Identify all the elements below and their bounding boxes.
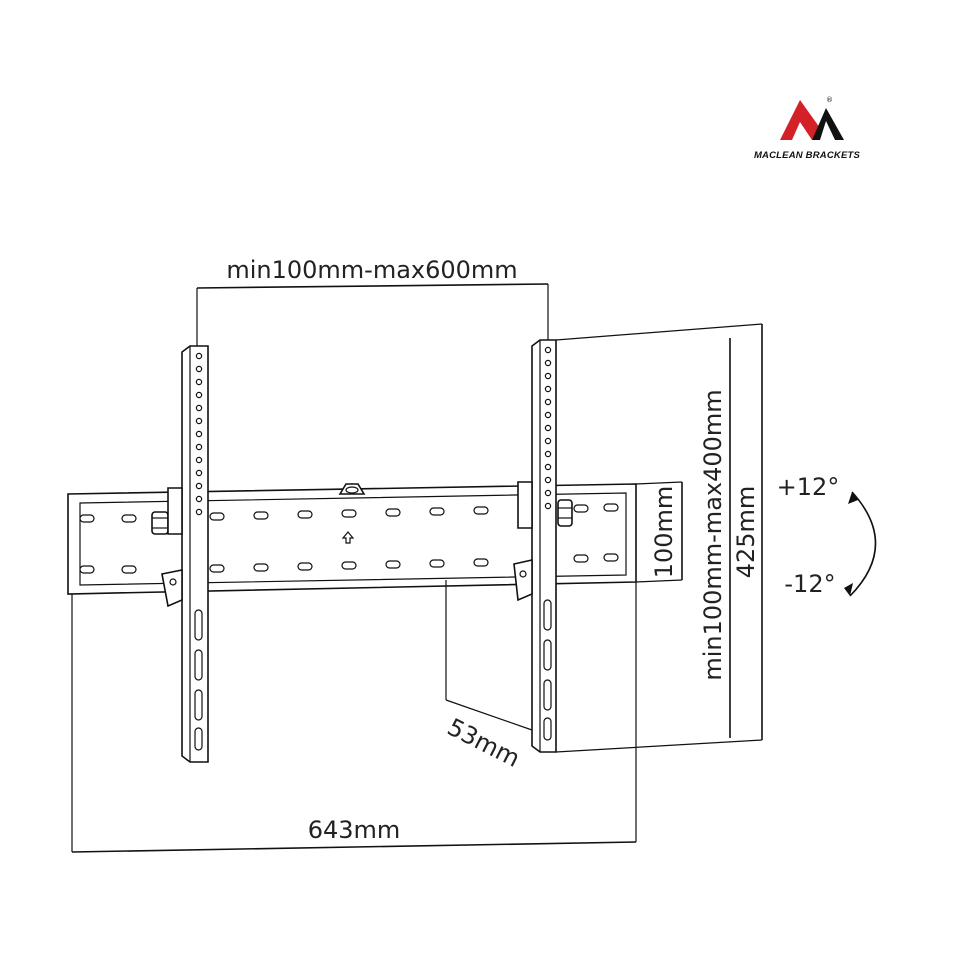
left-tilt-knob: [151, 487, 183, 608]
rail-height-label: 100mm: [650, 486, 678, 579]
logo-brand-name: MACLEAN BRACKETS: [754, 150, 861, 161]
tilt-down-label: -12°: [784, 570, 835, 598]
right-arm-holes: [543, 346, 552, 741]
logo-m-red-stroke: [780, 100, 820, 140]
width-label: 643mm: [308, 816, 401, 844]
logo-registered-mark: ®: [826, 96, 833, 104]
tilt-arrow-icon: [844, 491, 877, 597]
left-vertical-arm: [151, 345, 209, 763]
dimension-lines: [71, 283, 763, 853]
rail-slots-bottom: [79, 553, 619, 574]
vesa-horizontal-label: min100mm-max600mm: [226, 256, 517, 284]
rail-slots-top: [79, 503, 619, 523]
left-arm-holes: [194, 352, 203, 751]
maclean-logo: ® MACLEAN BRACKETS: [754, 96, 861, 161]
rail-inner-face: [79, 492, 627, 586]
level-lock-icon: [338, 483, 366, 495]
wall-plate-rail: [67, 483, 637, 595]
right-tilt-knob: [513, 481, 573, 602]
logo-m-black-stroke: [812, 108, 844, 140]
depth-label: 53mm: [443, 713, 525, 773]
height-label: 425mm: [732, 486, 760, 579]
tilt-up-label: +12°: [777, 473, 840, 501]
vesa-vertical-label: min100mm-max400mm: [699, 389, 727, 680]
up-arrow-icon: [341, 531, 355, 544]
